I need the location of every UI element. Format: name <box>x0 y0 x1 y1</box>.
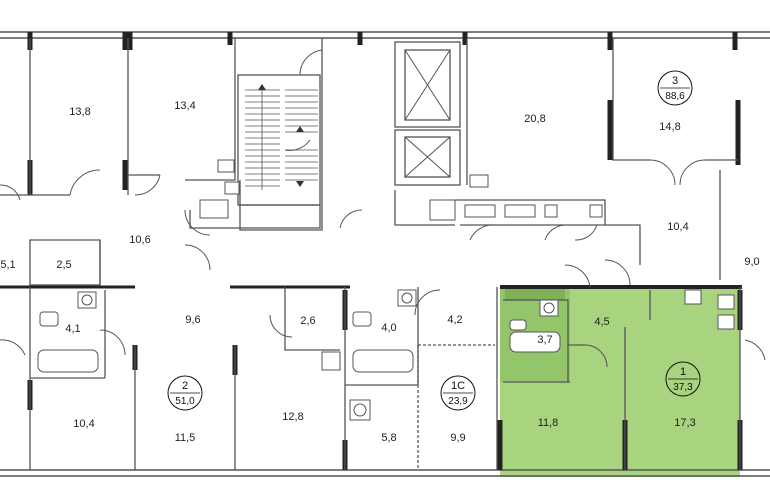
room-label: 14,8 <box>659 121 680 133</box>
room-label: 5,1 <box>0 259 15 271</box>
room-label: 10,4 <box>667 221 688 233</box>
room-label: 10,4 <box>73 418 94 430</box>
room-label: 17,3 <box>674 417 695 429</box>
room-label: 9,6 <box>185 314 200 326</box>
room-label: 11,5 <box>175 432 196 444</box>
room-label: 13,4 <box>174 100 195 112</box>
sanitary-fixtures <box>37 159 735 421</box>
apartment-area: 23,9 <box>448 396 468 407</box>
apartment-badge[interactable]: 1С 23,9 <box>440 375 476 411</box>
stair-up-arrow-icon <box>258 84 266 90</box>
apartment-area: 37,3 <box>673 382 693 393</box>
apartment-number: 2 <box>182 380 188 392</box>
apartment-badge[interactable]: 2 51,0 <box>167 375 203 411</box>
stair-mid-arrow-icon <box>296 126 304 132</box>
door-swings <box>0 49 766 368</box>
room-label: 4,1 <box>65 323 80 335</box>
room-label: 9,0 <box>744 256 759 268</box>
apartment-area: 51,0 <box>175 396 195 407</box>
apartment-badge[interactable]: 3 88,6 <box>657 70 693 106</box>
room-label: 4,2 <box>447 314 462 326</box>
room-label: 4,5 <box>594 316 609 328</box>
apartment-area: 88,6 <box>665 91 685 102</box>
stair-down-arrow-icon <box>296 181 304 187</box>
apartment-badge[interactable]: 1 37,3 <box>665 361 701 397</box>
room-label: 2,6 <box>300 315 315 327</box>
interior-walls <box>0 38 741 470</box>
elevator-icons <box>404 49 451 178</box>
room-label: 13,8 <box>69 106 90 118</box>
room-label: 4,0 <box>381 322 396 334</box>
room-label: 12,8 <box>282 411 303 423</box>
apartment-number: 3 <box>672 75 678 87</box>
room-label: 20,8 <box>524 113 545 125</box>
apartment-number: 1С <box>451 380 465 392</box>
room-label: 9,9 <box>450 432 465 444</box>
apartment-number: 1 <box>680 366 686 378</box>
room-label: 11,8 <box>538 417 559 429</box>
room-label: 3,7 <box>537 334 552 346</box>
room-label: 5,8 <box>381 432 396 444</box>
room-label: 10,6 <box>129 234 150 246</box>
room-labels: 13,8 13,4 20,8 14,8 5,1 2,5 10,6 10,4 9,… <box>0 100 759 444</box>
room-label: 2,5 <box>56 259 71 271</box>
stair-steps <box>245 88 318 190</box>
